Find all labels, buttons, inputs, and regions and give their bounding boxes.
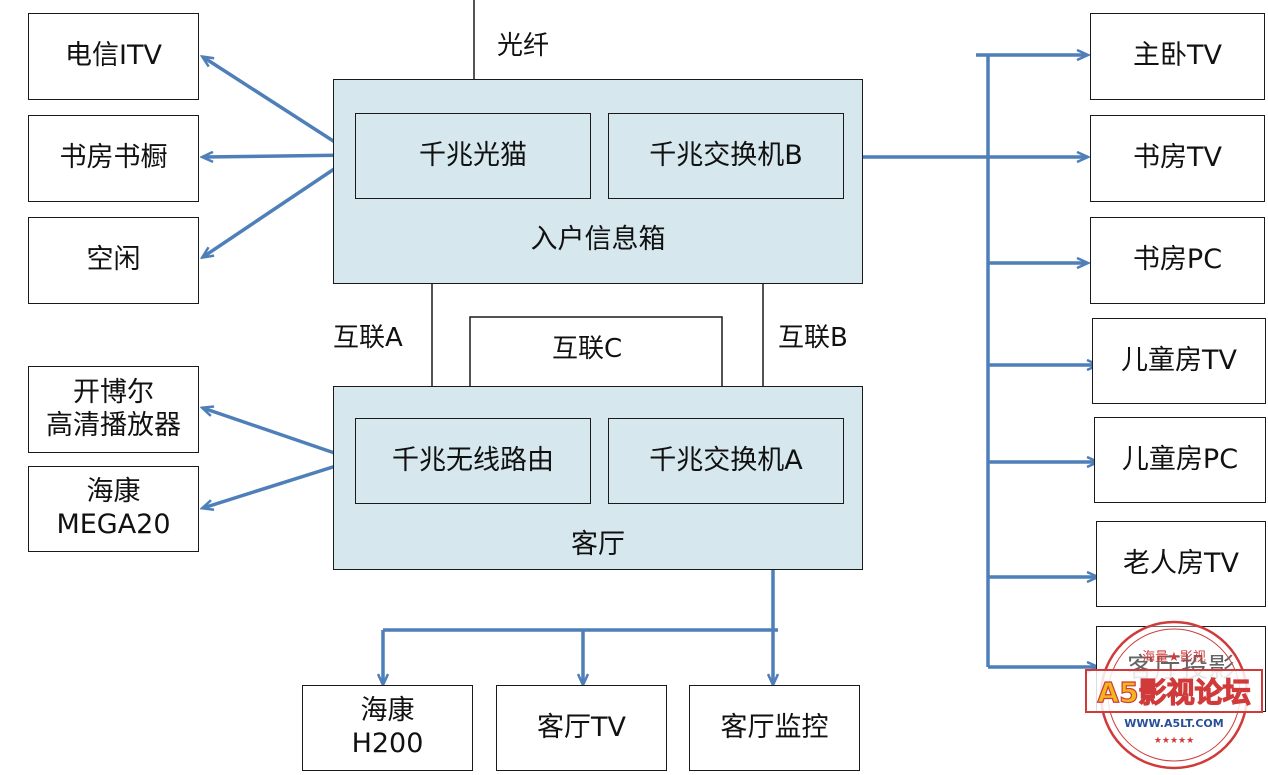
switch-a-tree — [383, 505, 778, 684]
modem-client-label: 电信ITV — [65, 40, 162, 72]
switch-b-client-box: 主卧TV — [1090, 13, 1265, 100]
switch-b-client-label: 儿童房PC — [1121, 443, 1239, 475]
switch-b-client-label: 儿童房TV — [1121, 344, 1237, 376]
switch-a-client-box: 客厅监控 — [689, 685, 860, 771]
modem-label: 千兆光猫 — [419, 139, 527, 171]
switch-a-client-label: 海康 H200 — [351, 695, 424, 759]
switch-a-client-box: 客厅TV — [496, 685, 667, 771]
fiber-label: 光纤 — [497, 31, 550, 61]
link-a-label: 互联A — [333, 323, 403, 353]
switch-a-client-box: 海康 H200 — [302, 685, 473, 771]
switch-a-label: 千兆交换机A — [649, 444, 803, 476]
switch-b-client-label: 书房PC — [1132, 244, 1223, 276]
router-label: 千兆无线路由 — [392, 444, 554, 476]
watermark-stars: ★★★★★ — [1154, 736, 1194, 746]
switch-b-client-label: 书房TV — [1133, 142, 1222, 174]
router-box: 千兆无线路由 — [355, 418, 591, 504]
switch-b-client-box: 书房PC — [1090, 217, 1265, 304]
router-fanout-arrows — [203, 408, 356, 508]
watermark-url: WWW.A5LT.COM — [1124, 717, 1223, 730]
modem-client-label: 书房书橱 — [59, 142, 168, 174]
link-b-label: 互联B — [778, 323, 848, 353]
watermark-top-text: 海量★影视 — [1142, 650, 1206, 665]
switch-b-client-box: 儿童房PC — [1094, 417, 1266, 503]
switch-b-client-box: 老人房TV — [1096, 521, 1266, 607]
switch-b-client-box: 书房TV — [1090, 115, 1265, 202]
modem-client-box: 电信ITV — [28, 13, 199, 100]
modem-client-box: 书房书橱 — [28, 115, 199, 202]
switch-b-client-label: 主卧TV — [1133, 40, 1222, 72]
link-c-label: 互联C — [552, 334, 623, 364]
switch-b-tree — [844, 55, 1097, 667]
living-room-label: 客厅 — [571, 529, 625, 560]
router-client-label: 开博尔 高清播放器 — [46, 376, 181, 441]
switch-a-client-label: 客厅TV — [537, 711, 626, 743]
modem-client-box: 空闲 — [28, 217, 199, 304]
router-client-box: 开博尔 高清播放器 — [28, 366, 199, 453]
switch-b-box: 千兆交换机B — [608, 113, 844, 199]
watermark-stamp: 海量★影视 A5影视论坛 WWW.A5LT.COM ★★★★★ — [1085, 620, 1263, 770]
modem-client-label: 空闲 — [86, 244, 141, 276]
modem-box: 千兆光猫 — [355, 113, 591, 199]
info-box-label: 入户信息箱 — [530, 224, 666, 255]
switch-a-client-label: 客厅监控 — [720, 711, 829, 743]
switch-b-label: 千兆交换机B — [649, 139, 803, 171]
router-client-label: 海康 MEGA20 — [56, 476, 171, 540]
switch-a-box: 千兆交换机A — [608, 418, 844, 504]
switch-b-client-box: 儿童房TV — [1092, 318, 1266, 404]
router-client-box: 海康 MEGA20 — [28, 466, 199, 552]
watermark-main-text: A5影视论坛 — [1097, 676, 1250, 709]
modem-fanout-arrows — [203, 57, 356, 257]
link-c-line — [465, 316, 727, 416]
switch-b-client-label: 老人房TV — [1123, 547, 1239, 579]
